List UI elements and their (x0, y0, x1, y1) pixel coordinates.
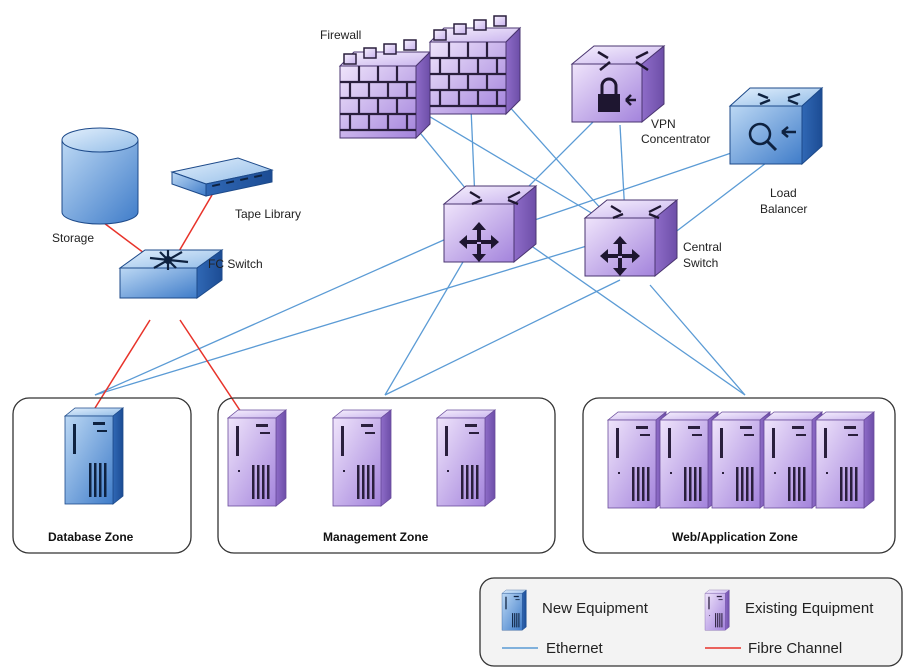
fc-switch-icon (118, 249, 224, 299)
central-switch-label-line2: Switch (683, 256, 719, 270)
legend-box (479, 577, 903, 667)
web-server-icon (711, 411, 771, 509)
vpn-label-line1: VPN (651, 117, 676, 131)
tape-library-icon (170, 157, 274, 197)
database-server-icon (64, 407, 124, 505)
legend-existing-equipment: Existing Equipment (745, 600, 874, 617)
web-server-icon (815, 411, 875, 509)
web-server-icon (607, 411, 667, 509)
database-zone-label: Database Zone (48, 530, 134, 544)
load-balancer-icon (728, 86, 824, 166)
management-zone-label: Management Zone (323, 530, 429, 544)
new-equipment-icon (501, 589, 527, 631)
vpn-concentrator-icon (571, 45, 665, 123)
legend-ethernet: Ethernet (546, 640, 603, 657)
load-balancer-label-line1: Load (770, 186, 797, 200)
vpn-label-line2: Concentrator (641, 132, 711, 146)
web-server-icon (763, 411, 823, 509)
central-switch-label-line1: Central (683, 240, 722, 254)
tape-library-label: Tape Library (235, 207, 302, 221)
legend-new-equipment: New Equipment (542, 600, 648, 617)
web-app-zone-label: Web/Application Zone (672, 530, 798, 544)
fc-switch-label: FC Switch (208, 257, 263, 271)
storage-label: Storage (52, 231, 95, 245)
web-server-icon (659, 411, 719, 509)
firewall-label: Firewall (320, 28, 362, 42)
management-server-icon (227, 409, 287, 507)
web-app-zone-box (582, 397, 896, 554)
management-server-icon (436, 409, 496, 507)
legend-fibre-channel: Fibre Channel (748, 640, 843, 657)
management-zone-box (217, 397, 556, 554)
central-switch-icon (584, 199, 678, 277)
database-zone-box (12, 397, 192, 554)
management-server-icon (332, 409, 392, 507)
firewall-icon (338, 38, 432, 140)
core-switch-icon (443, 185, 537, 263)
existing-equipment-icon (704, 589, 730, 631)
load-balancer-label-line2: Balancer (760, 202, 808, 216)
storage-icon (61, 127, 139, 225)
firewall-icon (428, 14, 522, 116)
ethernet-links (94, 84, 771, 396)
